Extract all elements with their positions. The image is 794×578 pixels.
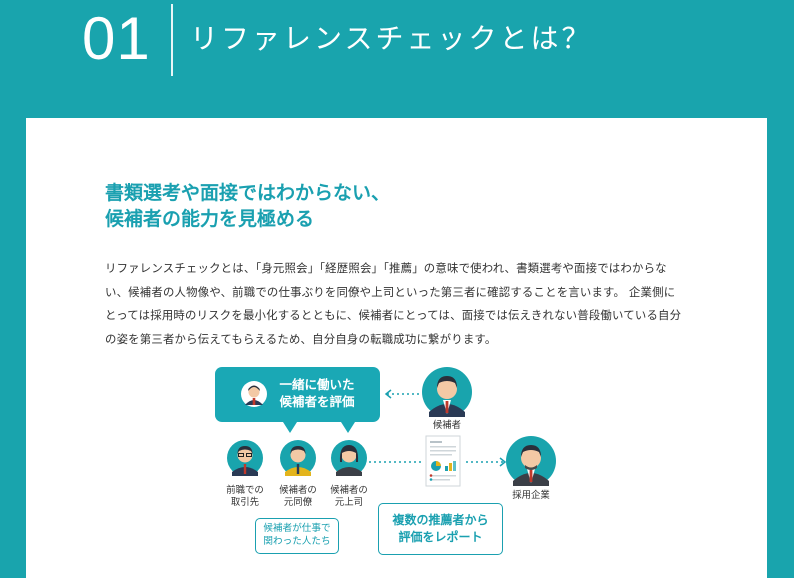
candidate-label: 候補者 [432,420,462,431]
referee-avatar-icon-3 [331,440,367,476]
headline: 書類選考や面接ではわからない、 候補者の能力を見極める [105,180,390,232]
reference-check-diagram [215,367,556,487]
report-document-icon [425,435,461,487]
candidate-avatar-icon [422,367,472,417]
referee-avatar-icon-1 [227,440,263,476]
referees-note-box: 候補者が仕事で関わった人たち [255,518,339,554]
referee-avatar-icon-2 [280,440,316,476]
bubble-line-2: 候補者を評価 [279,394,355,409]
section-title: リファレンスチェックとは？ [190,22,593,55]
headline-line-2: 候補者の能力を見極める [105,208,315,230]
company-label: 採用企業 [512,490,550,501]
bubble-text: 一緒に働いた 候補者を評価 [276,376,358,410]
referee-label-2: 候補者の元同僚 [279,485,317,508]
referee-label-1: 前職での取引先 [226,485,264,508]
section-number: 01 [82,5,151,72]
header-divider [171,4,173,76]
speech-bubble [215,367,380,433]
content-card: 書類選考や面接ではわからない、 候補者の能力を見極める リファレンスチェックとは… [26,118,767,578]
company-avatar-icon [506,436,556,486]
referee-label-3: 候補者の元上司 [330,485,368,508]
headline-line-1: 書類選考や面接ではわからない、 [105,182,391,204]
report-note-box: 複数の推薦者から評価をレポート [378,503,503,555]
bubble-line-1: 一緒に働いた [279,377,355,392]
bubble-avatar-icon [241,381,267,407]
body-paragraph: リファレンスチェックとは、「身元照会」「経歴照会」「推薦」の意味で使われ、書類選… [105,261,682,346]
